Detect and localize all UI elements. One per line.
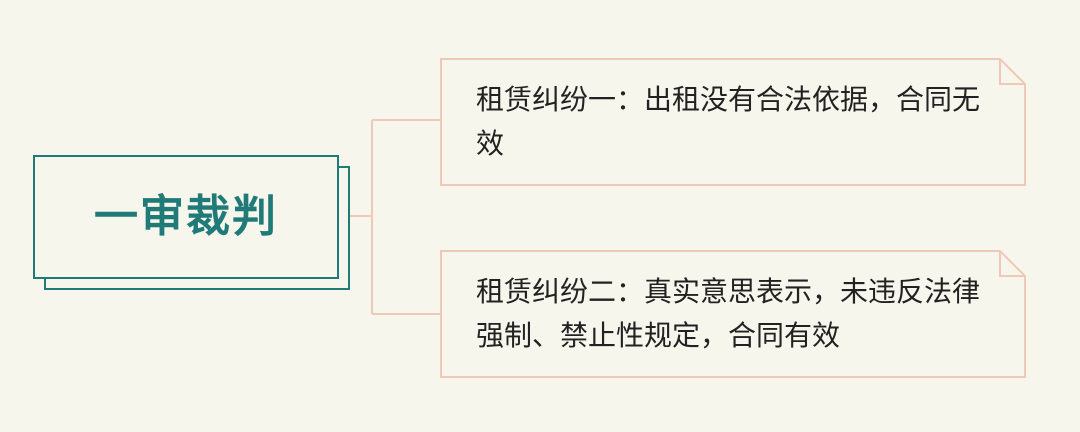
main-box: 一审裁判 [33, 155, 339, 279]
note-card-2-text: 租赁纠纷二：真实意思表示，未违反法律强制、禁止性规定，合同有效 [476, 275, 981, 352]
note-card-1-shape [440, 58, 1026, 186]
note-card-2: 租赁纠纷二：真实意思表示，未违反法律强制、禁止性规定，合同有效 [440, 250, 1026, 378]
note-card-1-text: 租赁纠纷一：出租没有合法依据，合同无效 [476, 83, 981, 160]
note-card-2-shape [440, 250, 1026, 378]
main-title: 一审裁判 [94, 191, 278, 242]
note-card-1: 租赁纠纷一：出租没有合法依据，合同无效 [440, 58, 1026, 186]
